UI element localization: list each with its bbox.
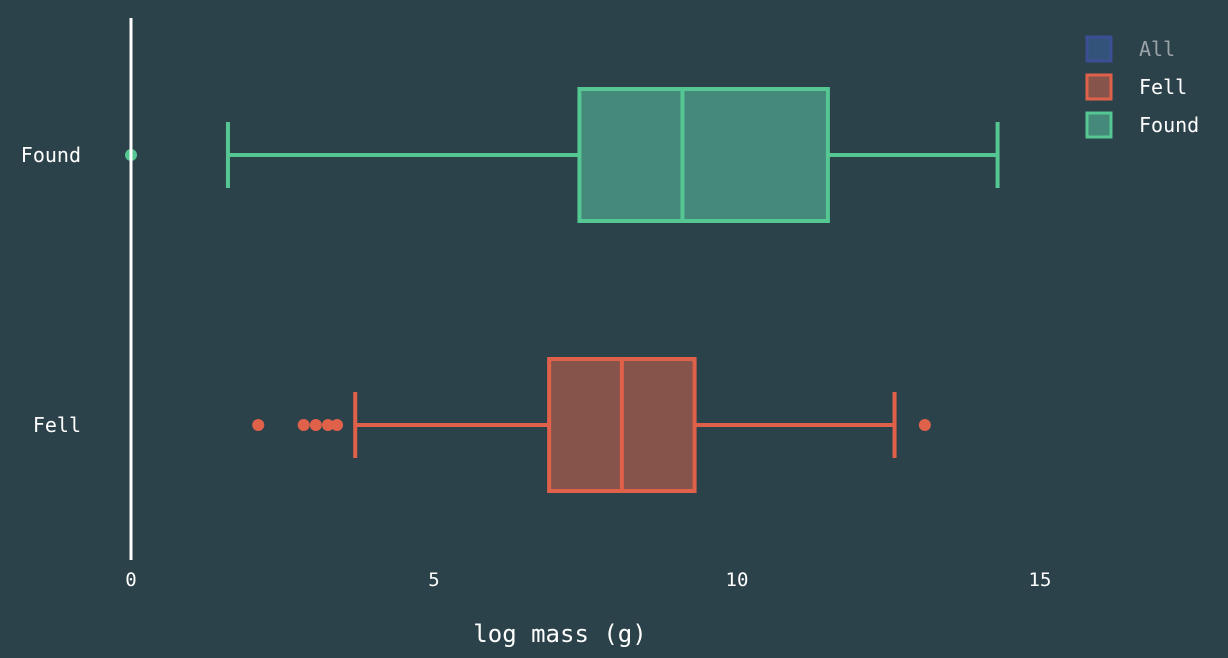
x-tick-label: 0 — [125, 569, 136, 591]
x-tick-label: 5 — [428, 569, 439, 591]
legend-label: All — [1139, 37, 1175, 61]
outlier-point[interactable] — [309, 419, 322, 431]
x-axis-label: log mass (g) — [473, 620, 646, 648]
outlier-point[interactable] — [297, 419, 310, 431]
legend-item-fell[interactable]: Fell — [1085, 73, 1187, 101]
legend-swatch — [1085, 111, 1113, 139]
legend-item-all[interactable]: All — [1085, 35, 1175, 63]
legend-label: Found — [1139, 113, 1199, 137]
box-series-fell[interactable] — [252, 357, 931, 493]
legend-item-found[interactable]: Found — [1085, 111, 1199, 139]
outlier-point[interactable] — [918, 419, 931, 431]
iqr-box — [577, 87, 830, 223]
x-tick-label: 10 — [726, 569, 749, 591]
x-tick-label: 15 — [1029, 569, 1052, 591]
y-category-label: Fell — [33, 413, 81, 437]
outlier-point[interactable] — [252, 419, 265, 431]
legend-swatch — [1085, 35, 1113, 63]
legend-label: Fell — [1139, 75, 1187, 99]
y-category-label: Found — [21, 143, 81, 167]
legend-swatch — [1085, 73, 1113, 101]
x-axis-ticks: 0 5 10 15 — [125, 569, 1051, 591]
outlier-point[interactable] — [331, 419, 344, 431]
outlier-point[interactable] — [321, 419, 334, 431]
